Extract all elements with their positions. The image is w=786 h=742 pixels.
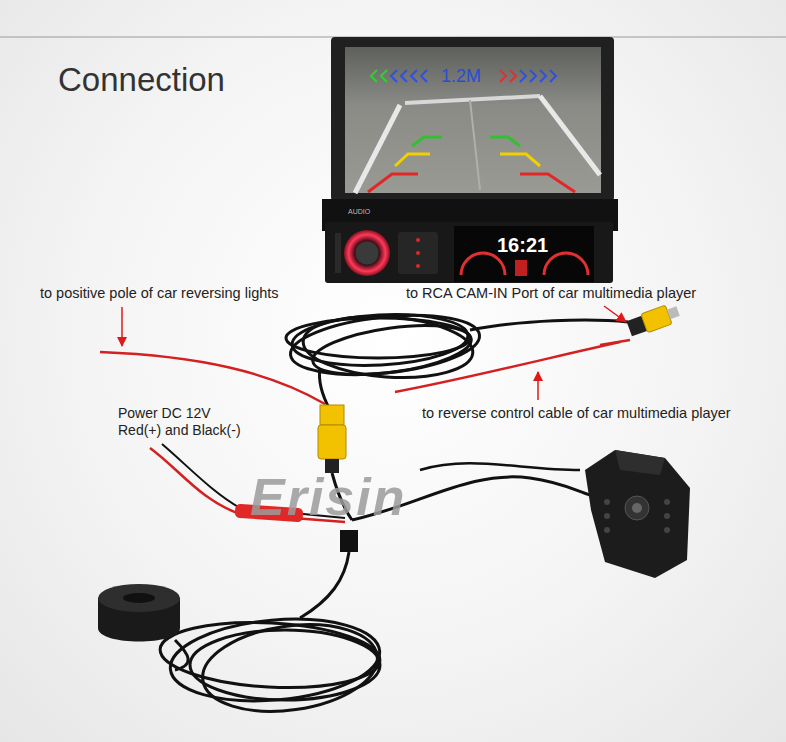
rca-connector [318, 405, 346, 473]
callout-label: Power DC 12V Red(+) and Black(-) [118, 405, 248, 439]
cable-coil [286, 307, 482, 383]
brand-mark: AUDIO [348, 208, 370, 216]
leader-arrow [537, 372, 539, 400]
head-unit [322, 37, 618, 283]
cable-coil [158, 611, 383, 722]
callout-label: to positive pole of car reversing lights [40, 285, 279, 302]
leader-arrow [121, 307, 123, 346]
page-title: Connection [58, 60, 225, 100]
red-wire [395, 342, 620, 392]
watermark: Erisin [250, 466, 407, 528]
leader-arrow [604, 306, 626, 322]
distance-readout: 1.2M [441, 66, 481, 88]
callout-label: to reverse control cable of car multimed… [422, 405, 731, 422]
rca-plug [626, 302, 682, 339]
red-wire [100, 352, 325, 404]
callout-label: to RCA CAM-IN Port of car multimedia pla… [406, 285, 696, 302]
camera [585, 450, 690, 578]
clock-readout: 16:21 [497, 233, 548, 257]
buzzer [98, 584, 180, 642]
